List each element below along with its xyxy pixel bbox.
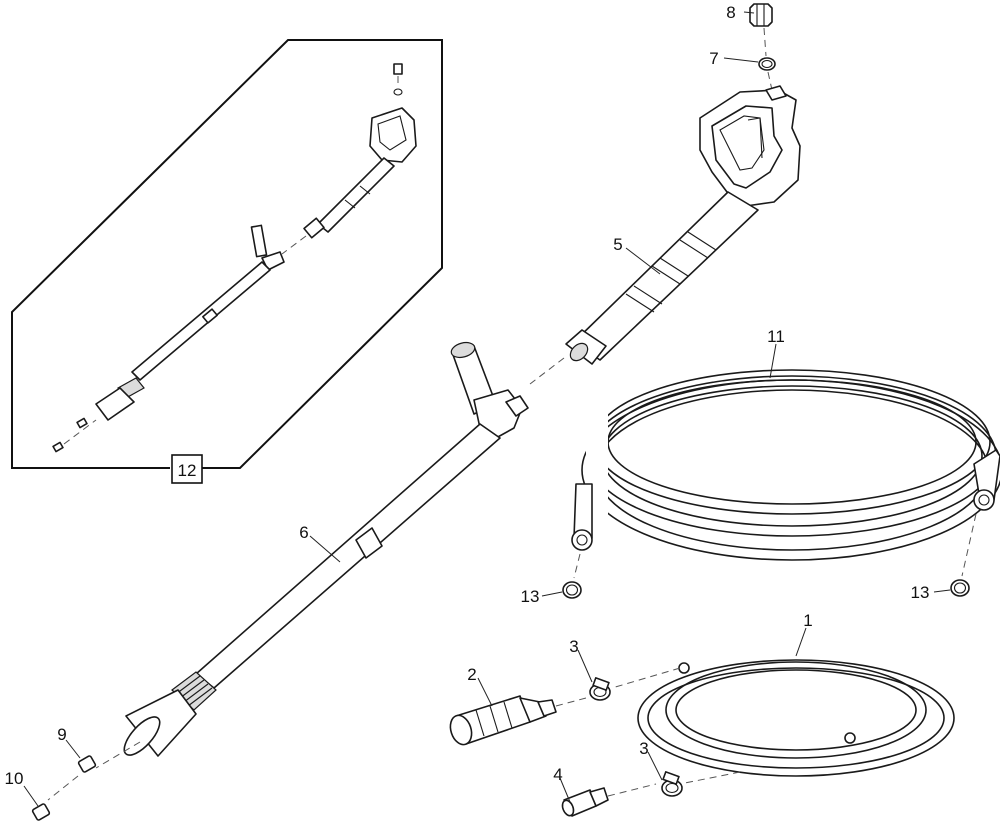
part-6-wand	[95, 341, 529, 769]
part-7-o-ring	[758, 57, 776, 91]
callout-12-box	[171, 454, 203, 484]
callout-11: 11	[767, 327, 785, 346]
callout-2: 2	[467, 665, 476, 684]
kit-inset-frame	[11, 39, 443, 484]
callout-4: 4	[553, 765, 562, 784]
callout-9: 9	[57, 725, 66, 744]
part-9-nozzle-insert	[47, 755, 97, 801]
callout-10: 10	[5, 769, 24, 788]
callout-labels: 8 7 5 11 12 6 13 13 1 3 2 9 3 4 10	[5, 3, 930, 788]
callout-8: 8	[726, 3, 735, 22]
callout-7: 7	[709, 49, 718, 68]
callout-1: 1	[803, 611, 812, 630]
part-3-hose-clamp-lower	[661, 771, 683, 797]
callout-3-lower: 3	[639, 739, 648, 758]
part-1-garden-hose	[611, 659, 955, 785]
callout-6: 6	[299, 523, 308, 542]
part-4-inlet-connector	[561, 783, 657, 817]
part-13-o-ring-left	[562, 581, 582, 599]
callout-3-upper: 3	[569, 637, 578, 656]
part-11-hose-coil	[571, 369, 1000, 579]
callout-12: 12	[178, 461, 197, 480]
callout-13-right: 13	[911, 583, 930, 602]
part-8-fitting	[749, 3, 773, 57]
part-10-nozzle-tip	[31, 803, 51, 821]
kit-inset-gun-and-wand	[52, 63, 417, 453]
callout-13-left: 13	[521, 587, 540, 606]
part-13-o-ring-right	[950, 579, 970, 597]
part-5-spray-gun	[529, 85, 801, 385]
leader-lines	[23, 11, 951, 807]
callout-5: 5	[613, 235, 622, 254]
part-3-hose-clamp-upper	[589, 677, 611, 701]
part-2-inlet-filter	[449, 695, 587, 746]
